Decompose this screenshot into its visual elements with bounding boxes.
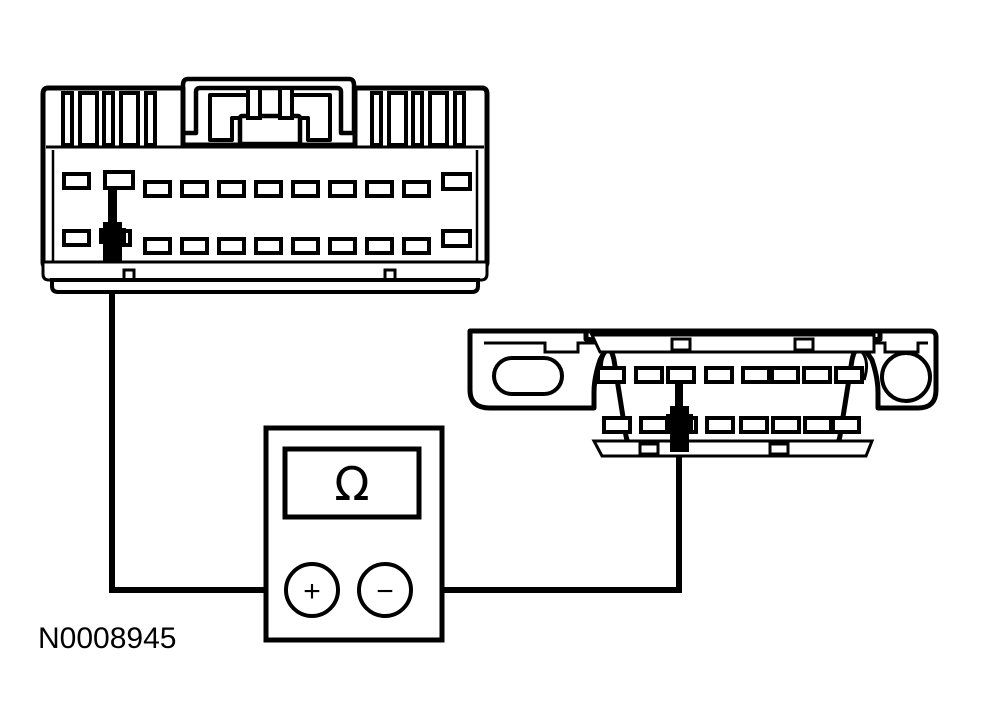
skirt-notch-left [122, 268, 136, 280]
connector-skirt-upper [41, 260, 489, 282]
dlc-right-mount-hole-round [880, 351, 932, 403]
meter-terminal-negative-label: − [376, 575, 394, 608]
connector-skirt-lower [50, 278, 480, 294]
dlc-lower-bezel [591, 439, 875, 458]
meter-display-symbol: Ω [334, 457, 369, 511]
probe-dlc-grip-right [687, 414, 693, 430]
probe-dlc-body [670, 406, 689, 452]
pin-t5 [217, 180, 246, 198]
pin-t7 [291, 180, 320, 198]
probe-dlc-grip-left [666, 414, 672, 430]
pin-b4 [180, 237, 209, 255]
dlc-pin-b7 [803, 416, 833, 434]
pin-b9 [365, 237, 394, 255]
dlc-upper-bezel-notch-right [793, 337, 815, 352]
probe-upper-grip-left [99, 228, 105, 244]
pin-t6 [254, 180, 283, 198]
latch-notch-right [278, 86, 294, 120]
skirt-notch-right [383, 268, 397, 280]
keying-ribs-left [61, 91, 157, 147]
latch-notch-left [246, 86, 262, 120]
dlc-pin-b4 [705, 416, 735, 434]
probe-upper-grip-right [120, 228, 126, 244]
wire-group [109, 250, 682, 593]
meter-terminal-negative[interactable] [357, 562, 413, 618]
probe-upper-tip [108, 186, 117, 224]
wire-negative [403, 420, 682, 593]
dlc-pin-t1 [596, 366, 626, 384]
keying-ribs-right [370, 91, 466, 147]
dlc-pin-t4 [704, 366, 734, 384]
pin-b11 [441, 229, 472, 248]
dlc-pin-t7 [802, 366, 832, 384]
latch-center-block [237, 113, 303, 147]
dlc-left-mount-hole-oblong [492, 356, 564, 396]
dlc-pin-b5 [739, 416, 769, 434]
dlc-pin-t2 [634, 366, 664, 384]
dlc-pin-t6 [770, 366, 800, 384]
dlc-pin-b6 [771, 416, 801, 434]
dlc-pin-row-top [596, 366, 864, 384]
pin-b3 [143, 237, 172, 255]
test-probe-dlc[interactable] [666, 406, 693, 452]
pin-t4 [180, 180, 209, 198]
dlc-pin-b1 [602, 416, 632, 434]
dlc-pin-row-bottom [602, 416, 861, 434]
figure-id-label: N0008945 [38, 622, 176, 655]
dlc-upper-bezel [589, 333, 876, 354]
dlc-lower-bezel-notch-right [768, 442, 790, 456]
latch-tab-outer [180, 76, 357, 136]
pin-b7 [291, 237, 320, 255]
dlc-pin-b8 [831, 416, 861, 434]
probe-upper-body [103, 222, 122, 262]
pin-t10 [402, 180, 431, 198]
pin-b1 [62, 229, 91, 247]
multimeter[interactable]: Ω + − [263, 425, 445, 643]
data-link-connector[interactable] [467, 328, 939, 459]
pin-t3 [143, 180, 172, 198]
test-probe-upper[interactable] [99, 186, 126, 262]
pin-b6 [254, 237, 283, 255]
meter-terminal-positive-label: + [303, 575, 321, 608]
pin-t1 [62, 172, 91, 190]
pin-t2 [103, 170, 135, 190]
top-connector-pin-row-top [62, 170, 472, 198]
dlc-upper-bezel-notch-left [670, 337, 692, 352]
dlc-inner-curve-right [860, 351, 869, 381]
dlc-pin-t8 [834, 366, 864, 384]
dlc-pin-lead-stub [675, 380, 683, 412]
meter-display[interactable] [282, 446, 422, 520]
pin-b8 [328, 237, 357, 255]
dlc-pin-b2 [639, 416, 669, 434]
dlc-left-ear-inner-edge [484, 341, 596, 354]
top-harness-connector[interactable] [40, 76, 490, 294]
pin-t11 [441, 172, 472, 191]
pin-t8 [328, 180, 357, 198]
pin-b5 [217, 237, 246, 255]
wire-positive [109, 250, 300, 593]
dlc-lower-bezel-notch-left [638, 442, 660, 456]
pin-b10 [402, 237, 431, 255]
dlc-pin-t5 [741, 366, 771, 384]
meter-terminal-positive[interactable] [284, 562, 340, 618]
pin-t9 [365, 180, 394, 198]
dlc-pin-t3 [666, 366, 696, 384]
